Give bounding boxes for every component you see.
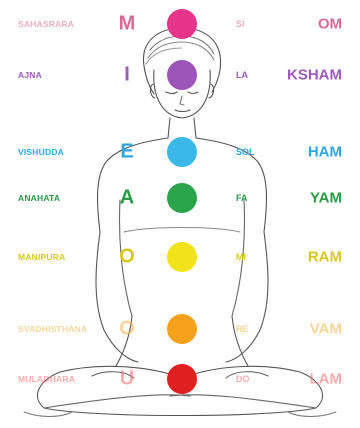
chakra-row-ajna: AJNA I LA KSHAM	[0, 55, 360, 95]
chakra-dot-vishudda	[167, 137, 197, 167]
vowel-label: U	[115, 368, 139, 391]
chakra-row-vishudda: VISHUDDA E SOL HAM	[0, 132, 360, 172]
chakra-name-label: ANAHATA	[18, 193, 60, 203]
note-label: MI	[236, 252, 246, 262]
chakra-row-muladhara: MULADHARA U DO LAM	[0, 359, 360, 399]
chakra-row-svadhisthana: SVADHISTHANA O RE VAM	[0, 309, 360, 349]
chakra-name-label: SAHASRARA	[18, 19, 74, 29]
chakra-dot-sahasrara	[167, 9, 197, 39]
mantra-label: KSHAM	[287, 67, 342, 84]
chakra-row-anahata: ANAHATA A FA YAM	[0, 178, 360, 218]
note-label: DO	[236, 374, 250, 384]
mantra-label: YAM	[310, 190, 342, 207]
chakra-name-label: VISHUDDA	[18, 147, 64, 157]
mantra-label: RAM	[308, 249, 342, 266]
mantra-label: OM	[318, 16, 342, 33]
note-label: LA	[236, 70, 248, 80]
vowel-label: O	[115, 318, 139, 341]
note-label: RE	[236, 324, 249, 334]
chakra-dot-manipura	[167, 242, 197, 272]
mantra-label: LAM	[310, 371, 343, 388]
vowel-label: A	[115, 187, 139, 210]
vowel-label: E	[115, 141, 139, 164]
chakra-name-label: SVADHISTHANA	[18, 324, 87, 334]
chakra-row-sahasrara: SAHASRARA M SI OM	[0, 4, 360, 44]
note-label: SI	[236, 19, 245, 29]
vowel-label: M	[115, 13, 139, 36]
chakra-dot-muladhara	[167, 364, 197, 394]
chakra-name-label: AJNA	[18, 70, 42, 80]
mantra-label: VAM	[310, 321, 342, 338]
note-label: SOL	[236, 147, 255, 157]
chakra-dot-svadhisthana	[167, 314, 197, 344]
chakra-name-label: MULADHARA	[18, 374, 75, 384]
chakra-name-label: MANIPURA	[18, 252, 65, 262]
note-label: FA	[236, 193, 248, 203]
vowel-label: O	[115, 246, 139, 269]
chakra-dot-anahata	[167, 183, 197, 213]
vowel-label: I	[115, 64, 139, 87]
chakra-row-manipura: MANIPURA O MI RAM	[0, 237, 360, 277]
chakra-dot-ajna	[167, 60, 197, 90]
mantra-label: HAM	[308, 144, 342, 161]
